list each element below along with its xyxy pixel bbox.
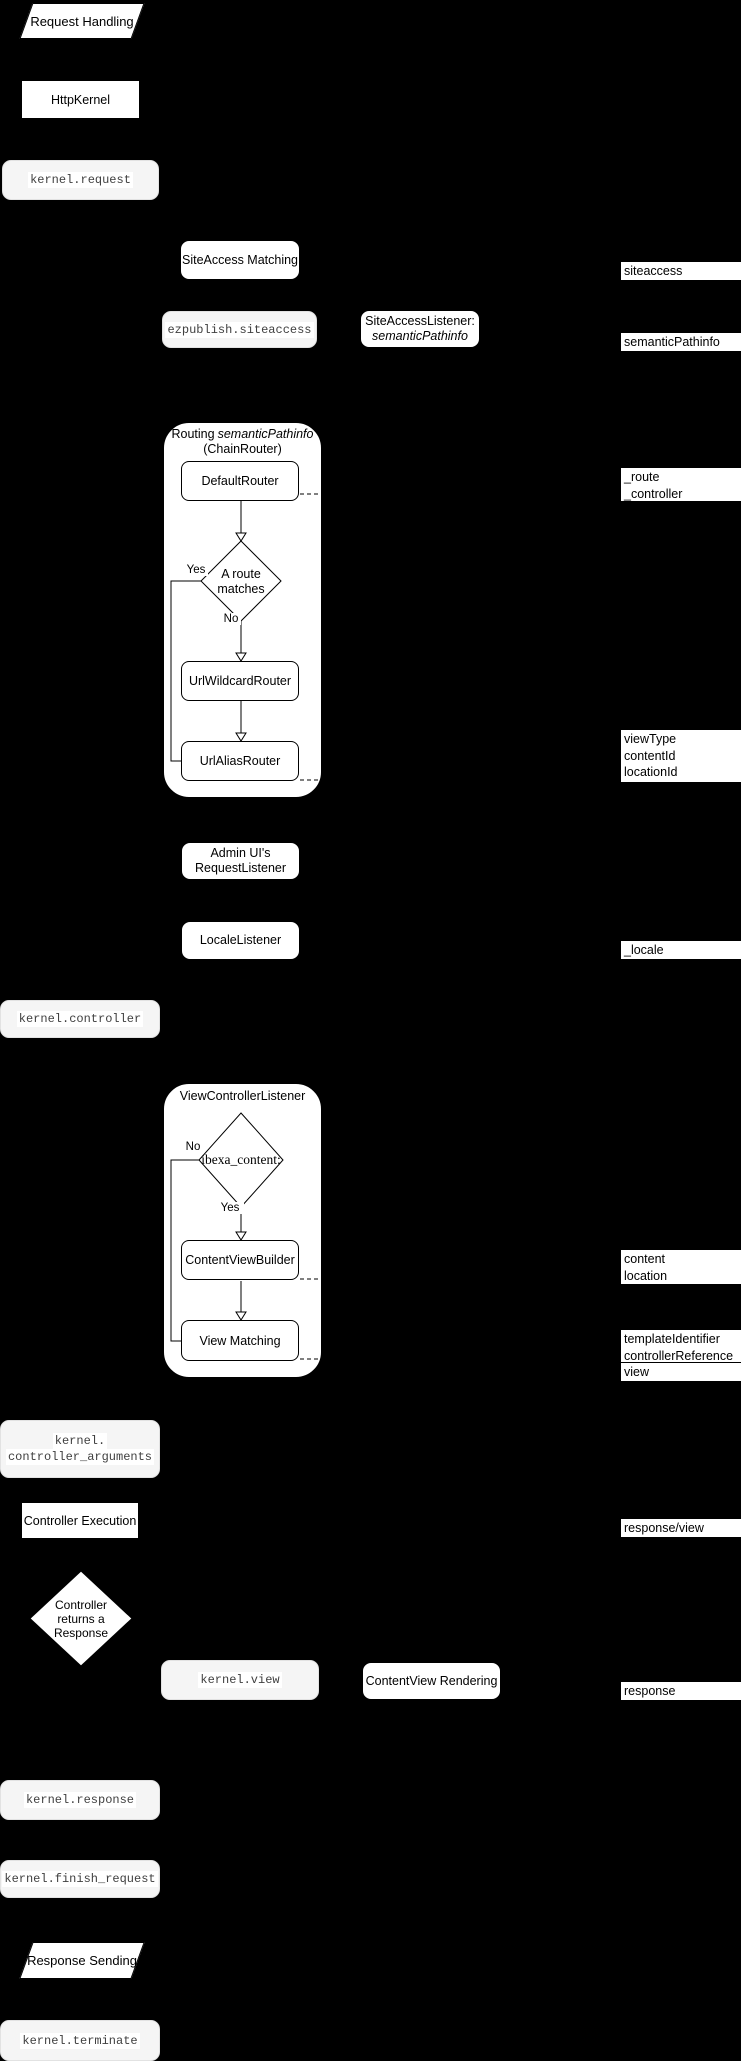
- side-label-response-view: response/view: [621, 1519, 741, 1537]
- side-label-view-params: viewType contentId locationId: [621, 730, 741, 782]
- routing-title-param: semanticPathinfo: [217, 427, 314, 441]
- node-request-handling-label: Request Handling: [30, 13, 134, 29]
- node-response-sending: Response Sending: [19, 1942, 145, 1979]
- vcl-connectors: [170, 1112, 323, 1360]
- event-kernel-response: kernel.response: [0, 1780, 160, 1820]
- node-controller-execution: Controller Execution: [21, 1502, 139, 1539]
- routing-branch-no: No: [221, 613, 241, 625]
- side-label-content-location: content location: [621, 1250, 741, 1284]
- routing-branch-yes: Yes: [184, 564, 208, 576]
- side-label-response: response: [621, 1682, 741, 1700]
- side-label-route-controller: _route _controller: [621, 468, 741, 501]
- node-http-kernel-label: HttpKernel: [50, 92, 111, 107]
- side-label-view: view: [621, 1363, 741, 1381]
- event-kernel-finish-request-label: kernel.finish_request: [2, 1871, 158, 1887]
- node-content-view-builder: ContentViewBuilder: [181, 1240, 299, 1280]
- event-kernel-controller-arguments-line2: controller_arguments: [5, 1449, 155, 1465]
- routing-title-line2: (ChainRouter): [203, 441, 282, 456]
- node-locale-listener-label: LocaleListener: [199, 933, 282, 947]
- node-controller-returns-response-label: Controller returns a Response: [53, 1597, 109, 1640]
- controller-returns-diamond-shape: [29, 1570, 133, 1667]
- node-default-router-label: DefaultRouter: [201, 474, 279, 488]
- node-contentview-rendering: ContentView Rendering: [362, 1662, 501, 1700]
- node-url-alias-router-label: UrlAliasRouter: [199, 754, 281, 768]
- node-view-matching: View Matching: [181, 1320, 299, 1361]
- event-kernel-view: kernel.view: [161, 1660, 319, 1700]
- routing-connectors: [170, 493, 323, 781]
- node-view-matching-label: View Matching: [199, 1333, 281, 1348]
- vcl-decision-label: ibexa_content:: [201, 1152, 281, 1167]
- node-siteaccess-listener-param: semanticPathinfo: [372, 329, 468, 343]
- node-content-view-builder-label: ContentViewBuilder: [185, 1253, 295, 1267]
- event-kernel-request: kernel.request: [2, 160, 159, 200]
- side-label-locale: _locale: [621, 941, 741, 959]
- node-url-wildcard-router: UrlWildcardRouter: [181, 661, 299, 701]
- event-kernel-controller: kernel.controller: [0, 1000, 160, 1038]
- event-kernel-finish-request: kernel.finish_request: [0, 1860, 160, 1898]
- node-locale-listener: LocaleListener: [181, 921, 300, 960]
- node-contentview-rendering-label: ContentView Rendering: [365, 1673, 498, 1688]
- node-http-kernel: HttpKernel: [21, 80, 140, 119]
- side-label-template-controller: templateIdentifier controllerReference: [621, 1330, 741, 1362]
- routing-title-prefix: Routing: [171, 427, 215, 441]
- event-kernel-response-label: kernel.response: [23, 1792, 137, 1808]
- node-controller-returns-response: Controller returns a Response: [29, 1570, 133, 1667]
- node-siteaccess-listener-title: SiteAccessListener:: [365, 314, 475, 328]
- event-ezpublish-siteaccess: ezpublish.siteaccess: [162, 311, 317, 348]
- routing-decision-label: A route matches: [217, 567, 265, 596]
- event-kernel-terminate-label: kernel.terminate: [20, 2032, 140, 2049]
- side-label-siteaccess: siteaccess: [621, 262, 741, 280]
- event-kernel-controller-arguments: kernel. controller_arguments: [0, 1420, 160, 1478]
- node-siteaccess-matching: SiteAccess Matching: [180, 240, 300, 280]
- node-controller-execution-label: Controller Execution: [23, 1513, 137, 1528]
- event-kernel-terminate: kernel.terminate: [0, 2020, 160, 2061]
- event-ezpublish-siteaccess-label: ezpublish.siteaccess: [165, 321, 314, 338]
- event-kernel-request-label: kernel.request: [28, 172, 133, 188]
- node-siteaccess-listener: SiteAccessListener: semanticPathinfo: [360, 310, 480, 348]
- event-kernel-view-label: kernel.view: [198, 1672, 282, 1688]
- side-label-semantic-pathinfo: semanticPathinfo: [621, 333, 741, 351]
- vcl-branch-yes: Yes: [216, 1202, 244, 1214]
- event-kernel-controller-label: kernel.controller: [16, 1011, 144, 1027]
- vcl-branch-no: No: [182, 1141, 204, 1153]
- vcl-title: ViewControllerListener: [179, 1089, 306, 1103]
- event-kernel-controller-arguments-line1: kernel.: [52, 1433, 108, 1449]
- view-controller-listener-group: ViewControllerListener ibexa_content: No…: [163, 1083, 323, 1378]
- node-url-wildcard-router-label: UrlWildcardRouter: [188, 674, 292, 688]
- node-response-sending-label: Response Sending: [27, 1953, 137, 1968]
- node-siteaccess-matching-label: SiteAccess Matching: [181, 252, 299, 267]
- node-default-router: DefaultRouter: [181, 461, 299, 501]
- node-admin-ui-request-listener: Admin UI's RequestListener: [181, 842, 300, 880]
- node-request-handling: Request Handling: [19, 3, 145, 39]
- node-url-alias-router: UrlAliasRouter: [181, 741, 299, 781]
